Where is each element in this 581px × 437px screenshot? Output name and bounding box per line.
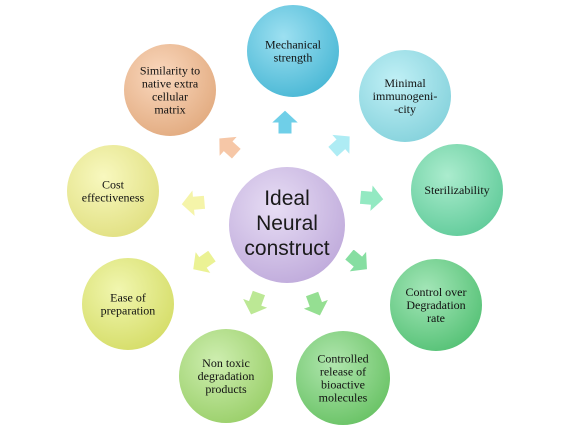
arrow-controlled-release bbox=[301, 290, 330, 317]
arrow-shape bbox=[343, 248, 369, 273]
arrow-shape bbox=[358, 182, 385, 214]
arrow-shape bbox=[241, 289, 270, 316]
node-label-line: strength bbox=[274, 51, 313, 65]
node-circle bbox=[122, 42, 218, 138]
node-label-line: bioactive bbox=[321, 378, 365, 392]
node-label-line: Cost bbox=[102, 178, 125, 192]
center-circle bbox=[227, 165, 347, 285]
arrow-cost-effectiveness bbox=[180, 187, 207, 219]
node-label-line: immunogeni- bbox=[373, 89, 438, 103]
node-label-line: release of bbox=[320, 365, 366, 379]
node-label-line: Mechanical bbox=[265, 38, 322, 52]
node-label-line: degradation bbox=[198, 369, 255, 383]
arrow-shape bbox=[218, 135, 243, 160]
node-label-line: effectiveness bbox=[82, 191, 145, 205]
arrow-sterilizability bbox=[358, 182, 385, 214]
node-label-line: Minimal bbox=[384, 76, 426, 90]
node-label-line: Control over bbox=[406, 285, 467, 299]
node-label-line: Ease of bbox=[110, 291, 146, 305]
node-circle bbox=[409, 142, 505, 238]
node-circle bbox=[245, 3, 341, 99]
center-label-line-2: Neural bbox=[256, 212, 318, 235]
node-label-line: cellular bbox=[152, 90, 188, 104]
node-label-line: Non toxic bbox=[202, 356, 250, 370]
node-label-line: Controlled bbox=[317, 352, 368, 366]
node-circle bbox=[294, 329, 392, 427]
arrow-ease-of-preparation bbox=[192, 249, 218, 275]
node-label-line: preparation bbox=[101, 304, 156, 318]
node-label-line: products bbox=[205, 382, 247, 396]
node-label-line: Sterilizability bbox=[424, 183, 489, 197]
node-circle bbox=[357, 48, 453, 144]
arrow-shape bbox=[180, 187, 207, 219]
node-label-line: Similarity to bbox=[140, 64, 200, 78]
center-label-line-3: construct bbox=[244, 237, 329, 260]
node-label-line: matrix bbox=[154, 103, 185, 117]
arrow-shape bbox=[326, 133, 351, 158]
node-circle bbox=[80, 256, 176, 352]
arrow-shape bbox=[192, 249, 218, 275]
center-label-line-1: Ideal bbox=[264, 187, 310, 210]
arrow-non-toxic-degradation-products bbox=[241, 289, 270, 316]
arrow-similarity-to-ecm bbox=[218, 135, 243, 160]
node-label-line: -city bbox=[394, 102, 416, 116]
arrow-shape bbox=[269, 109, 301, 135]
node-circle bbox=[388, 257, 484, 353]
node-label-line: rate bbox=[427, 311, 445, 325]
arrow-minimal-immunogenicity bbox=[326, 133, 351, 158]
node-circle bbox=[177, 327, 275, 425]
arrow-control-over-degradation-rate bbox=[343, 248, 369, 273]
arrow-mechanical-strength bbox=[269, 109, 301, 135]
node-sterilizability: Sterilizability bbox=[409, 142, 505, 238]
node-label-line: Degradation bbox=[406, 298, 465, 312]
arrow-shape bbox=[301, 290, 330, 317]
node-label-line: native extra bbox=[142, 77, 199, 91]
center-node: Ideal Neural construct bbox=[227, 165, 347, 285]
node-circle bbox=[65, 143, 161, 239]
node-label-line: molecules bbox=[319, 391, 368, 405]
